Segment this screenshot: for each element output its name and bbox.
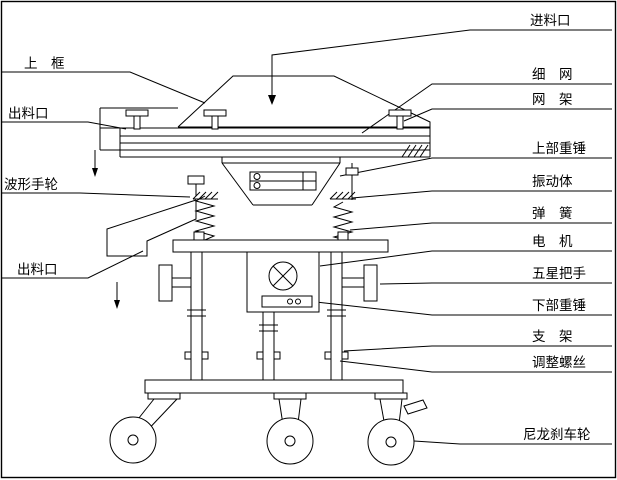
motor-body	[246, 251, 320, 313]
handle-left	[158, 264, 192, 302]
label-adjust-screw: 调整螺丝	[532, 355, 586, 370]
leader-five-star-handle	[379, 282, 612, 285]
spring-left	[194, 195, 216, 241]
label-outlet-upper: 出料口	[8, 106, 49, 121]
down-arrow-icon	[114, 300, 120, 309]
spring-mount-hatch	[192, 191, 356, 200]
caster-center	[266, 392, 314, 465]
wave-handwheel-part	[187, 163, 359, 200]
vibration-body-cone	[221, 157, 341, 206]
leader-mesh-frame	[403, 108, 612, 122]
leader-fine-mesh	[361, 83, 612, 134]
label-vibration-body: 振动体	[532, 174, 573, 189]
label-support-frame: 支 架	[532, 329, 573, 344]
label-nylon-brake-wheel: 尼龙刹车轮	[523, 426, 591, 442]
label-five-star-handle: 五星把手	[532, 266, 586, 281]
label-fine-mesh: 细 网	[532, 67, 573, 82]
label-feed-inlet: 进料口	[530, 13, 571, 28]
labels-left: 上 框 出料口 波形手轮 出料口	[4, 56, 65, 277]
motor-shaft-circle	[268, 261, 298, 291]
leader-lower-weight	[306, 300, 612, 316]
label-motor: 电 机	[532, 234, 573, 249]
labels-right: 进料口 细 网 网 架 上部重锤 振动体 弹 簧 电 机 五星把手 下部重锤 支…	[523, 13, 591, 442]
feed-arrow-icon	[268, 95, 276, 105]
label-mesh-frame: 网 架	[532, 92, 573, 107]
handle-right	[341, 264, 378, 302]
brake-pedal	[403, 399, 428, 415]
down-arrow-icon	[92, 168, 98, 177]
callout-lines	[2, 29, 612, 445]
upper-weight-block	[249, 171, 317, 191]
leader-outlet-lower	[2, 250, 144, 279]
label-outlet-lower: 出料口	[17, 262, 58, 277]
leader-upper-frame	[2, 71, 206, 104]
caster-left	[109, 392, 181, 464]
label-lower-weight: 下部重锤	[532, 298, 586, 313]
leader-adjust-screw	[339, 360, 612, 373]
adjust-screw-right2	[341, 351, 349, 360]
leader-support-frame	[343, 345, 612, 352]
screen-deck	[100, 122, 431, 158]
leader-nylon-brake-wheel	[413, 440, 612, 445]
flow-arrows	[92, 150, 120, 309]
caster-right-brake	[367, 392, 428, 466]
clamp-bolts	[125, 109, 412, 130]
leader-feed-inlet	[271, 29, 612, 96]
leader-wave-handwheel	[2, 192, 191, 198]
leader-spring	[349, 222, 612, 231]
leader-motor	[319, 250, 612, 267]
adjust-screw-right	[324, 351, 332, 360]
discharge-chute-lower	[106, 199, 197, 257]
mounting-plate	[172, 231, 389, 253]
leader-outlet-upper	[2, 121, 127, 130]
deck-hatch-marks	[401, 144, 429, 158]
discharge-spout-upper	[99, 107, 178, 151]
label-upper-weight: 上部重锤	[532, 141, 586, 156]
leader-upper-weight	[339, 157, 612, 177]
leader-vibration-body	[351, 190, 612, 199]
label-wave-handwheel: 波形手轮	[4, 177, 58, 192]
base-plate	[144, 379, 404, 394]
label-upper-frame: 上 框	[24, 56, 65, 71]
support-legs	[184, 252, 349, 380]
label-spring: 弹 簧	[532, 206, 573, 221]
